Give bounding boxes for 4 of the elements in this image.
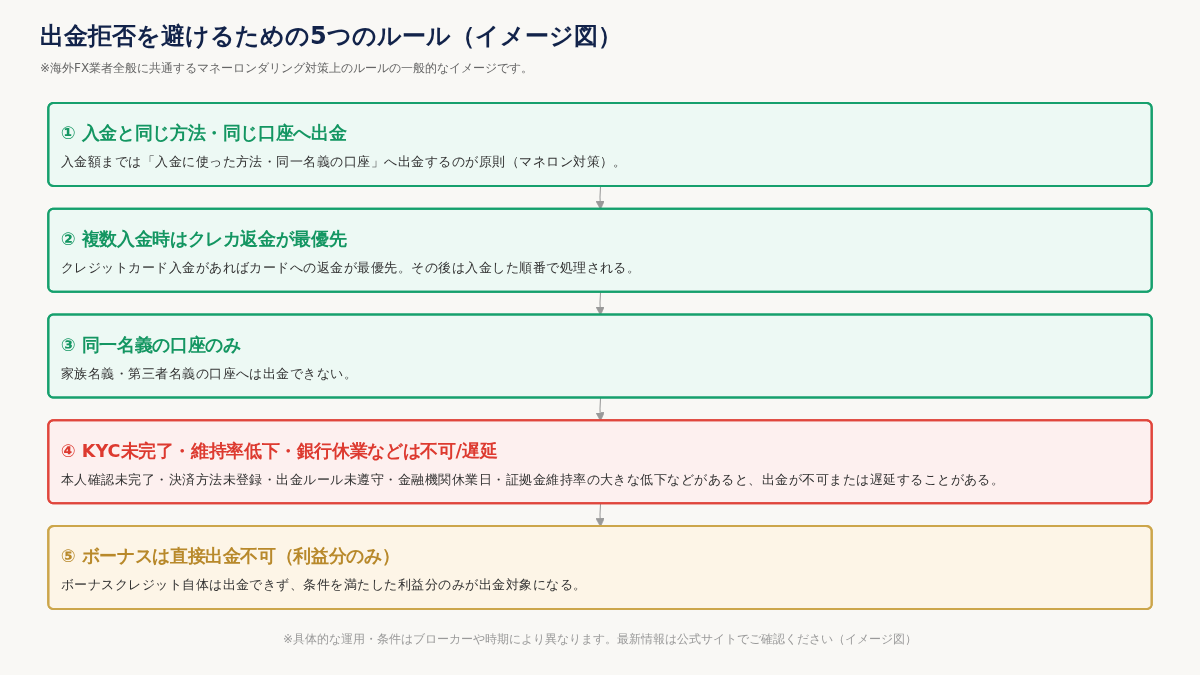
- footnote: ※具体的な運用・条件はブローカーや時期により異なります。最新情報は公式サイトでご確認ください（イメージ図）: [282, 632, 918, 646]
- diagram-title: 出金拒否を避けるための5つのルール（イメージ図）: [40, 21, 622, 52]
- arrow: [595, 503, 605, 527]
- subtitle-note: ※海外FX業者全般に共通するマネーロンダリング対策上のルールの一般的なイメージです。: [40, 60, 534, 77]
